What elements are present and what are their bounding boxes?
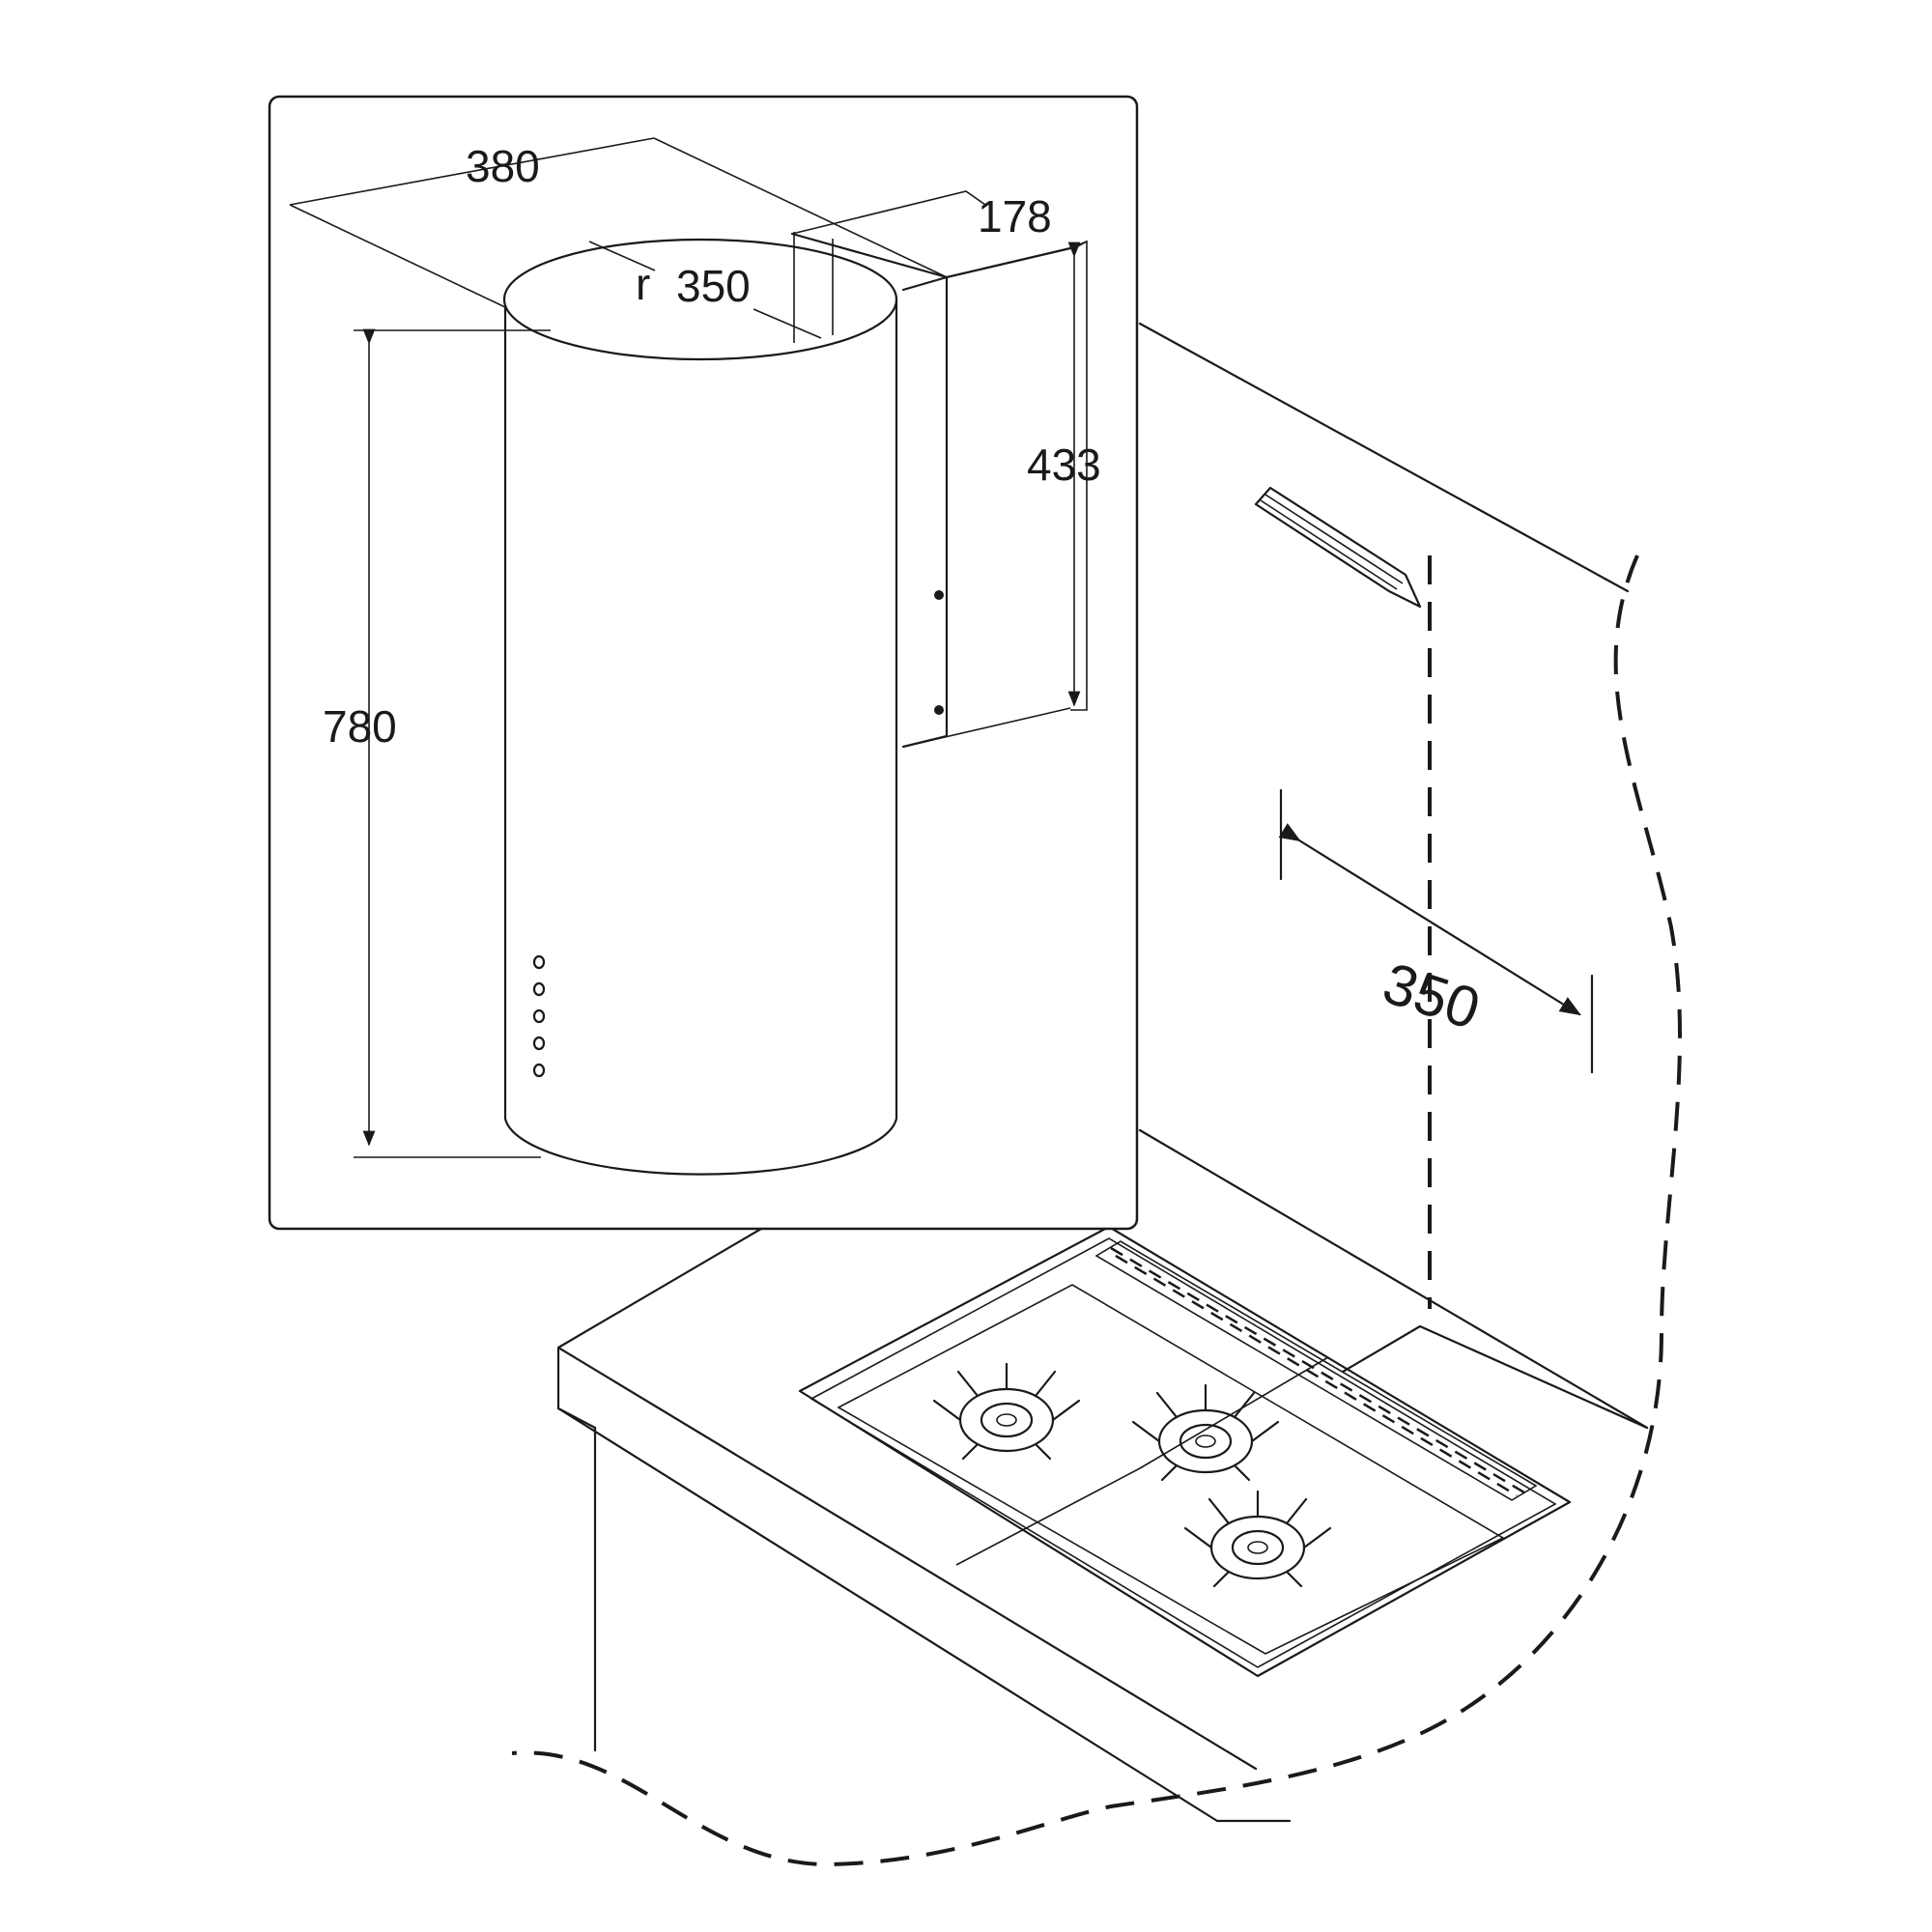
hood-detail-panel: 380 178 r 350 433 780 bbox=[268, 95, 1139, 1231]
pencil-icon bbox=[1254, 486, 1422, 609]
wall-distance-label: 350 bbox=[1376, 951, 1488, 1042]
chimney-height-dimension: 433 bbox=[1027, 240, 1101, 711]
wall-distance-dimension: 350 bbox=[1278, 788, 1594, 1074]
depth-dimension: 178 bbox=[791, 190, 1088, 250]
hood-control-buttons bbox=[532, 954, 546, 1078]
diameter-symbol: r bbox=[636, 259, 650, 309]
width-dimension: 380 bbox=[289, 137, 948, 308]
countertop-front-edge bbox=[556, 1406, 597, 1430]
burner-left bbox=[932, 1362, 1081, 1461]
wall-top-edge bbox=[1138, 322, 1630, 593]
burner-center bbox=[1131, 1383, 1280, 1482]
control-strip-pattern bbox=[1110, 1246, 1525, 1497]
cylinder-hood bbox=[502, 232, 898, 1176]
kitchen-scene: 350 bbox=[511, 322, 1682, 1867]
width-label: 380 bbox=[466, 141, 540, 191]
diameter-label: 350 bbox=[676, 261, 751, 311]
gas-cooktop bbox=[798, 1225, 1572, 1678]
body-height-dimension: 780 bbox=[323, 328, 551, 1158]
depth-label: 178 bbox=[978, 191, 1052, 242]
countertop-top bbox=[556, 1227, 1258, 1823]
panel-frame bbox=[268, 95, 1139, 1231]
chimney-height-label: 433 bbox=[1027, 440, 1101, 490]
countertop-back bbox=[1341, 1324, 1649, 1430]
body-height-label: 780 bbox=[323, 701, 397, 752]
cutaway-outline bbox=[511, 554, 1682, 1867]
diameter-dimension: r 350 bbox=[588, 241, 822, 339]
hood-body-outline bbox=[503, 298, 898, 1176]
counter-joint bbox=[955, 1356, 1329, 1566]
wall-base-edge bbox=[1138, 1128, 1649, 1430]
burner-front bbox=[1183, 1490, 1332, 1588]
